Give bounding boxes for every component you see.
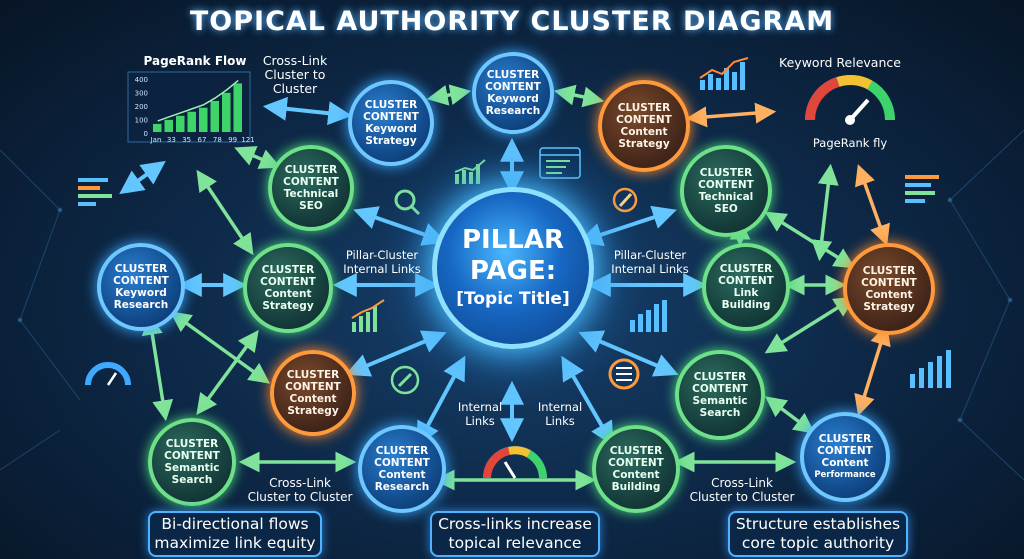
pillar-line3: [Topic Title]	[456, 289, 570, 309]
pagerank-bar	[233, 83, 242, 132]
browser-window-icon	[539, 147, 581, 179]
background-network	[0, 129, 1024, 481]
bar-chart-icon	[699, 57, 749, 90]
list-chart-icon	[608, 358, 640, 390]
pillar-page-node: PILLAR PAGE: [Topic Title]	[432, 187, 594, 349]
link-pillar-building	[561, 355, 614, 447]
decorative-icons	[78, 57, 951, 479]
pillar-line2: PAGE:	[469, 256, 557, 286]
pagerank-bar	[210, 100, 219, 132]
label-pillar-cluster-left: Pillar-Cluster Internal Links	[343, 248, 421, 276]
trend-chart-icon	[454, 159, 486, 184]
cluster-links-green	[141, 84, 856, 491]
label-pillar-cluster-right: Pillar-Cluster Internal Links	[611, 248, 689, 276]
gauge-icon	[805, 74, 896, 125]
pagerank-bar	[164, 119, 173, 132]
growth-chart-icon-right	[630, 300, 667, 332]
label-cross-link-bottom-left: Cross-Link Cluster to Cluster	[247, 476, 353, 504]
horizontal-bars-icon-left	[78, 178, 112, 206]
link-cross-top	[262, 96, 353, 126]
gauge-icon-small	[483, 446, 547, 479]
pillar-links	[119, 96, 708, 447]
cluster-links-orange	[685, 102, 891, 417]
gauge-icon-left	[85, 362, 131, 386]
link-pillar-upper-right	[578, 205, 677, 247]
pagerank-bar	[199, 107, 208, 132]
pagerank-bar	[222, 92, 231, 132]
pagerank-y-tick: 200	[135, 103, 148, 111]
pagerank-x-tick: 78	[213, 136, 222, 144]
pagerank-bar	[153, 123, 162, 132]
pen-icon	[612, 187, 638, 213]
label-cross-link-bottom-right: Cross-Link Cluster to Cluster	[689, 476, 795, 504]
pagerank-y-tick: 400	[135, 76, 148, 84]
link-pillar-upper-left	[353, 206, 447, 246]
label-keyword-relevance: Keyword Relevance	[779, 55, 901, 70]
callout-box-bidirectional: Bi-directional flows maximize link equit…	[148, 511, 322, 557]
callout-box-crosslinks: Cross-links increase topical relevance	[430, 511, 600, 557]
bar-chart-icon-right	[910, 350, 951, 388]
diagram-title: TOPICAL AUTHORITY CLUSTER DIAGRAM	[189, 6, 835, 37]
pagerank-bar	[187, 111, 196, 132]
label-internal-links-left: Internal Links	[457, 400, 503, 428]
pagerank-y-tick: 300	[135, 90, 148, 98]
label-pagerank-fly: PageRank fly	[812, 136, 888, 150]
pagerank-y-tick: 0	[144, 130, 148, 138]
pagerank-x-tick: Jan	[150, 136, 162, 144]
growth-chart-icon-left	[351, 299, 385, 332]
callout-box-structure: Structure establishes core topic authori…	[728, 511, 908, 557]
pagerank-y-tick: 100	[135, 117, 148, 125]
pagerank-x-tick: 67	[198, 136, 207, 144]
pagerank-x-tick: 99	[228, 136, 237, 144]
pagerank-flow-chart: 400 300 200 100 0 Jan 33 35 67 78 99 121	[127, 71, 255, 144]
horizontal-bars-icon-right	[905, 175, 939, 203]
link-chain-icon	[390, 365, 420, 395]
link-left-upper	[119, 160, 166, 195]
pagerank-trend-line	[157, 79, 239, 122]
pillar-line1: PILLAR	[461, 225, 564, 255]
pagerank-x-tick: 33	[167, 136, 176, 144]
search-icon	[394, 189, 421, 216]
pagerank-x-tick: 121	[241, 136, 254, 144]
label-internal-links-right: Internal Links	[537, 400, 583, 428]
link-pillar-research	[416, 355, 466, 447]
pagerank-x-tick: 35	[182, 136, 191, 144]
link-pillar-lower-left	[345, 330, 447, 377]
link-pillar-lower-right	[578, 330, 679, 377]
label-pagerank-flow: PageRank Flow	[143, 54, 247, 68]
label-cross-link-top: Cross-Link Cluster to Cluster	[262, 53, 328, 96]
pagerank-bar	[176, 115, 185, 132]
